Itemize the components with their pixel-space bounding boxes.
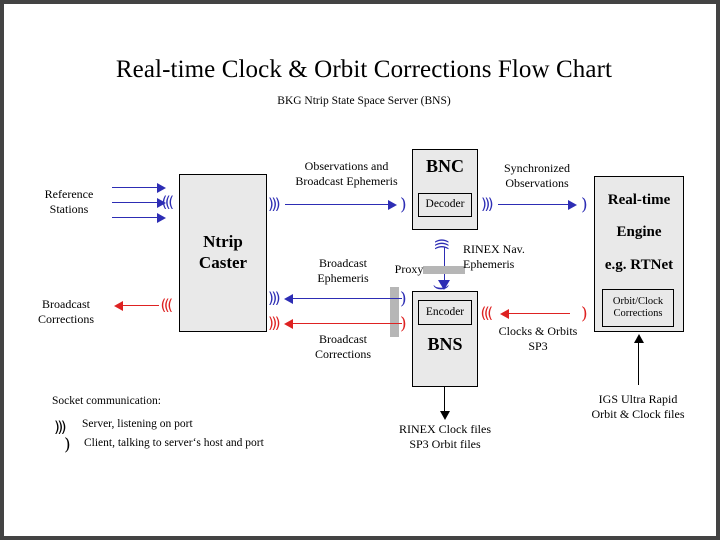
node-ntrip-caster[interactable]: Ntrip Caster xyxy=(179,174,267,332)
label-rinex-files: RINEX Clock files SP3 Orbit files xyxy=(378,422,512,451)
bcm-line2: Corrections xyxy=(315,346,371,361)
sync-line1: Synchronized xyxy=(504,161,570,175)
label-igs-ultra-rapid: IGS Ultra Rapid Orbit & Clock files xyxy=(571,392,705,421)
be-line1: Broadcast xyxy=(319,256,367,270)
clocks-line1: Clocks & Orbits xyxy=(498,324,578,338)
client-socket-icon-rte-clocks-out: ) xyxy=(581,304,588,324)
rte-label-line3: e.g. RTNet xyxy=(604,256,674,273)
arrow-clocks-orbits-head xyxy=(500,309,509,319)
rinex-nav-line1: RINEX Nav. xyxy=(463,242,525,256)
reference-stations-line1: Reference xyxy=(44,187,94,201)
bc-left-line1: Broadcast xyxy=(42,297,90,311)
bnc-decoder-module[interactable]: Decoder xyxy=(418,193,472,217)
bns-encoder-module[interactable]: Encoder xyxy=(418,300,472,325)
arrow-rinex-files-line xyxy=(444,387,445,414)
bnc-label: BNC xyxy=(425,156,464,176)
bns-label: BNS xyxy=(427,334,463,354)
arrow-ref-station-1 xyxy=(112,187,159,188)
arrow-rinex-nav-head xyxy=(438,280,450,290)
server-socket-icon-caster-east-corr: ))) xyxy=(268,314,281,332)
legend-row-server: ))) Server, listening on port xyxy=(52,416,193,436)
bcm-line1: Broadcast xyxy=(319,332,367,346)
client-socket-icon-bns-eph-out: ) xyxy=(400,289,407,309)
page-subtitle: BKG Ntrip State Space Server (BNS) xyxy=(277,95,451,107)
arrow-ref-station-2 xyxy=(112,202,159,203)
bc-left-line2: Corrections xyxy=(38,311,94,326)
arrow-broadcast-ephemeris xyxy=(292,298,402,299)
rinex-nav-line2: Ephemeris xyxy=(463,256,515,271)
igs-line1: IGS Ultra Rapid xyxy=(598,392,678,406)
client-socket-icon: ) xyxy=(64,434,71,455)
arrow-broadcast-corrections-mid-head xyxy=(284,319,293,329)
rte-label-line1: Real-time xyxy=(607,192,671,208)
ntrip-caster-label-line1: Ntrip xyxy=(203,232,243,252)
server-socket-icon-rinex-nav: ))) xyxy=(432,240,451,251)
server-socket-icon-caster-in: ))) xyxy=(164,193,175,211)
proxy-bar xyxy=(390,287,399,337)
rte-orbit-clock-corrections-module[interactable]: Orbit/Clock Corrections xyxy=(602,289,674,327)
server-socket-icon-bnc-out: ))) xyxy=(481,195,494,213)
server-socket-icon: ))) xyxy=(54,417,67,436)
legend-client-text: Client, talking to server‘s host and por… xyxy=(84,436,264,449)
sync-line2: Observations xyxy=(505,175,569,190)
orbit-clock-line1: Orbit/Clock xyxy=(612,295,664,307)
legend-heading: Socket communication: xyxy=(52,395,161,407)
label-proxy: Proxy xyxy=(394,262,424,276)
client-socket-icon-bns-corr-out: ) xyxy=(400,314,407,334)
igs-line2: Orbit & Clock files xyxy=(591,406,685,421)
rinex-files-line2: SP3 Orbit files xyxy=(409,436,481,451)
clocks-line2: SP3 xyxy=(528,338,548,353)
server-socket-icon-caster-east-obs: ))) xyxy=(268,195,281,213)
arrow-observations-head xyxy=(388,200,397,210)
arrow-igs-head xyxy=(634,334,644,343)
arrow-ref-station-1-head xyxy=(157,183,166,193)
client-socket-icon-bns-rinex-in: ) xyxy=(430,284,451,291)
label-synchronized-observations: Synchronized Observations xyxy=(482,161,592,190)
label-broadcast-corrections-left: Broadcast Corrections xyxy=(18,297,114,326)
arrow-broadcast-ephemeris-head xyxy=(284,294,293,304)
arrow-igs-line xyxy=(638,342,639,385)
node-bnc[interactable]: BNC xyxy=(412,149,478,230)
arrow-clocks-orbits xyxy=(508,313,570,314)
legend: Socket communication: ))) Server, listen… xyxy=(52,395,264,455)
page-title: Real-time Clock & Orbit Corrections Flow… xyxy=(115,56,613,83)
reference-stations-line2: Stations xyxy=(49,201,89,216)
rinex-nav-gray-bar xyxy=(423,266,465,274)
observations-line1: Observations and xyxy=(304,159,389,173)
arrow-rinex-files-head xyxy=(440,411,450,420)
legend-server-text: Server, listening on port xyxy=(82,417,193,430)
arrow-broadcast-corrections-left-head xyxy=(114,301,123,311)
arrow-broadcast-corrections-left xyxy=(123,305,159,306)
arrow-synchronized-observations xyxy=(498,204,570,205)
server-socket-icon-caster-east-eph: ))) xyxy=(268,289,281,307)
server-socket-icon-bns-clocks-in: ))) xyxy=(483,304,494,322)
label-broadcast-ephemeris: Broadcast Ephemeris xyxy=(297,256,389,285)
label-broadcast-corrections-mid: Broadcast Corrections xyxy=(297,332,389,361)
arrow-ref-station-3-head xyxy=(157,213,166,223)
arrow-observations xyxy=(285,204,389,205)
ntrip-caster-label-line2: Caster xyxy=(198,253,248,272)
arrow-synchronized-observations-head xyxy=(568,200,577,210)
arrow-ref-station-3 xyxy=(112,217,159,218)
label-clocks-orbits: Clocks & Orbits SP3 xyxy=(485,324,591,353)
be-line2: Ephemeris xyxy=(317,270,369,285)
orbit-clock-line2: Corrections xyxy=(613,308,663,319)
label-rinex-nav-ephemeris: RINEX Nav. Ephemeris xyxy=(463,242,553,271)
rinex-files-line1: RINEX Clock files xyxy=(399,422,491,436)
arrow-ref-station-2-head xyxy=(157,198,166,208)
arrow-broadcast-corrections-mid xyxy=(292,323,402,324)
client-socket-icon-bnc-in: ) xyxy=(400,195,407,215)
server-socket-icon-caster-out: ))) xyxy=(163,296,174,314)
diagram-canvas: Real-time Clock & Orbit Corrections Flow… xyxy=(4,4,720,544)
client-socket-icon-rte-in: ) xyxy=(581,195,588,215)
legend-row-client: ) Client, talking to server‘s host and p… xyxy=(52,434,264,455)
observations-line2: Broadcast Ephemeris xyxy=(295,173,398,188)
label-observations: Observations and Broadcast Ephemeris xyxy=(274,159,419,188)
rte-label-line2: Engine xyxy=(616,224,662,241)
label-reference-stations: Reference Stations xyxy=(24,187,114,216)
